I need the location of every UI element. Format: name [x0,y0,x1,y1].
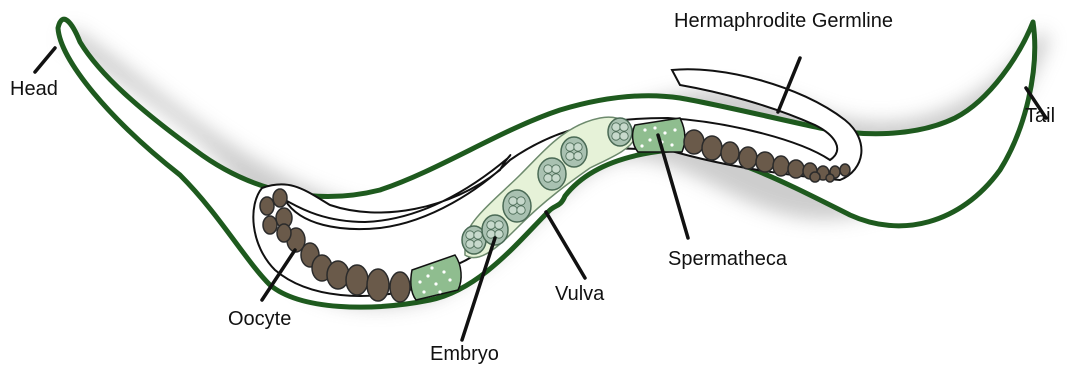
sperm-dot [422,290,425,293]
oocyte [367,269,389,301]
oocyte [263,216,277,234]
sperm-dot [448,278,451,281]
oocyte [390,272,410,302]
oocyte [788,160,804,178]
oocyte [826,174,834,182]
tail-label: Tail [1025,105,1055,127]
oocyte [810,172,820,182]
oocyte [840,164,850,176]
oocyte-label: Oocyte [228,308,291,330]
sperm-dot [426,274,429,277]
sperm-dot [670,143,673,146]
embryo [561,137,587,167]
oocyte [327,261,349,289]
sperm-dot [434,282,437,285]
oocyte [721,142,739,164]
sperm-dot [663,131,666,134]
hermaphrodite-germline-label: Hermaphrodite Germline [674,10,893,32]
oocyte [260,197,274,215]
head-pointer-line [35,48,55,72]
sperm-dot [442,270,445,273]
sperm-dot [673,128,676,131]
sperm-dot [643,128,646,131]
sperm-dot [418,280,421,283]
head-label: Head [10,78,58,100]
oocyte [773,156,789,176]
embryo [608,118,632,146]
oocyte [684,130,704,154]
sperm-dot [648,138,651,141]
oocyte [702,136,722,160]
oocyte [273,189,287,207]
sperm-dot [653,126,656,129]
sperm-dot [438,290,441,293]
sperm-dot [640,144,643,147]
oocyte [756,152,774,172]
spermatheca-label: Spermatheca [668,248,788,270]
oocyte [346,265,368,295]
sperm-dot [430,266,433,269]
vulva-pointer-line [546,212,585,278]
oocyte [739,147,757,169]
embryo [503,190,531,222]
embryo [538,158,566,190]
oocyte [277,224,291,242]
vulva-label: Vulva [555,283,605,305]
embryo-label: Embryo [430,343,499,365]
